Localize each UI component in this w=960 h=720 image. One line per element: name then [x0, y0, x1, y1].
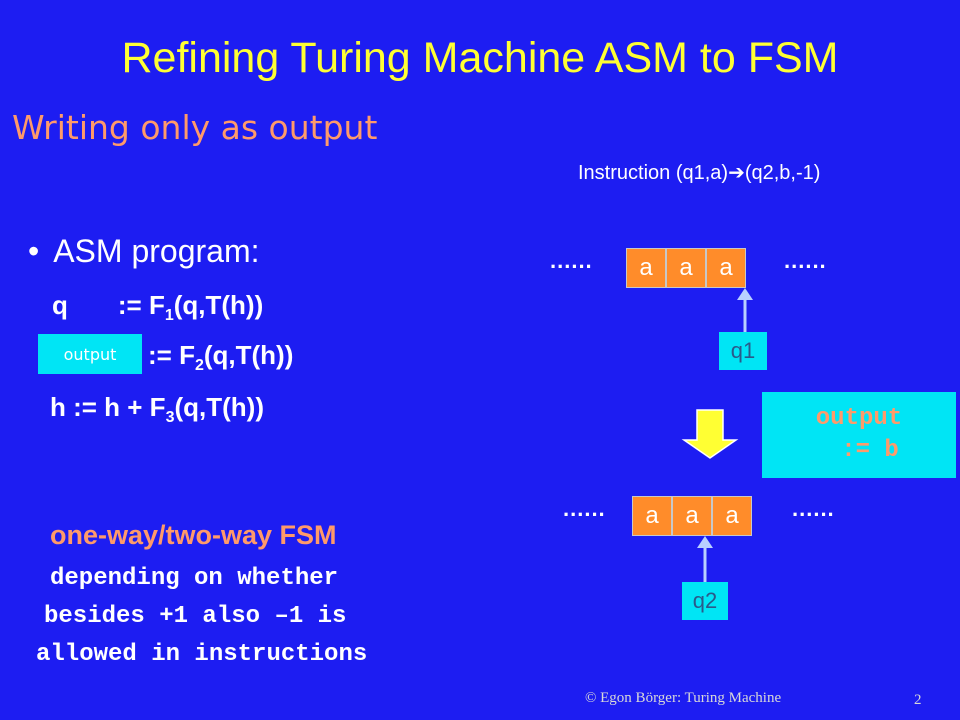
head-pointer-arrow-after — [697, 536, 713, 582]
slide-subtitle: Writing only as output — [12, 108, 378, 147]
fsm-note-line3: allowed in instructions — [36, 641, 368, 668]
program-line2-sub: 2 — [194, 357, 204, 375]
state-box-after: q2 — [682, 582, 728, 620]
output-assignment-box: output := b — [762, 392, 956, 478]
bullet-colon: : — [250, 233, 260, 269]
state-box-before: q1 — [719, 332, 767, 370]
program-line1-lhs: q — [52, 290, 68, 320]
program-line3-sub: 3 — [165, 409, 175, 427]
instruction-prefix: Instruction (q1,a) — [578, 162, 729, 184]
bullet-dot: • — [28, 233, 40, 269]
right-arrow-icon: ➔ — [728, 162, 745, 184]
instruction-suffix: (q2,b,-1) — [744, 162, 821, 184]
tape-cell: a — [626, 248, 666, 288]
output-box-line1: output — [815, 405, 903, 432]
program-line1-rest: (q,T(h)) — [173, 290, 264, 320]
transition-down-arrow-icon — [681, 409, 739, 459]
tape-dots-left-before: ...... — [550, 248, 593, 273]
tape-cell: a — [706, 248, 746, 288]
program-line3-rest: (q,T(h)) — [174, 392, 264, 422]
program-line1-sub: 1 — [164, 307, 174, 325]
program-line2-assign: := F — [148, 340, 195, 370]
fsm-note-line2: besides +1 also –1 is — [44, 603, 347, 630]
tape-cell: a — [632, 496, 672, 536]
program-line-q: q := F1(q,T(h)) — [52, 290, 263, 325]
tape-cell: a — [672, 496, 712, 536]
tape-cell: a — [712, 496, 752, 536]
tape-dots-right-after: ...... — [792, 496, 835, 521]
head-pointer-arrow-before — [737, 288, 753, 332]
tape-after: a a a — [632, 496, 752, 536]
bullet-asm-program: • ASM program: — [28, 233, 259, 270]
slide-title: Refining Turing Machine ASM to FSM — [121, 34, 839, 82]
program-line2-rest: (q,T(h)) — [203, 340, 294, 370]
footer-copyright: © Egon Börger: Turing Machine — [585, 690, 782, 706]
page-number: 2 — [914, 692, 922, 708]
instruction-label: Instruction (q1,a)➔(q2,b,-1) — [578, 160, 820, 185]
program-line3-lhs: h := h + F — [50, 392, 166, 422]
output-box-line2: := b — [841, 437, 899, 464]
program-line-output: := F2(q,T(h)) — [148, 340, 293, 375]
fsm-note-line1: depending on whether — [50, 565, 339, 592]
fsm-note-title: one-way/two-way FSM — [50, 520, 337, 550]
output-location-box: output — [38, 334, 142, 374]
program-line1-assign: := F — [117, 290, 165, 320]
tape-dots-right-before: ...... — [784, 248, 827, 273]
tape-dots-left-after: ...... — [563, 496, 606, 521]
tape-cell: a — [666, 248, 706, 288]
bullet-text: ASM program — [53, 233, 251, 269]
tape-before: a a a — [626, 248, 746, 288]
program-line-h: h := h + F3(q,T(h)) — [50, 392, 264, 427]
